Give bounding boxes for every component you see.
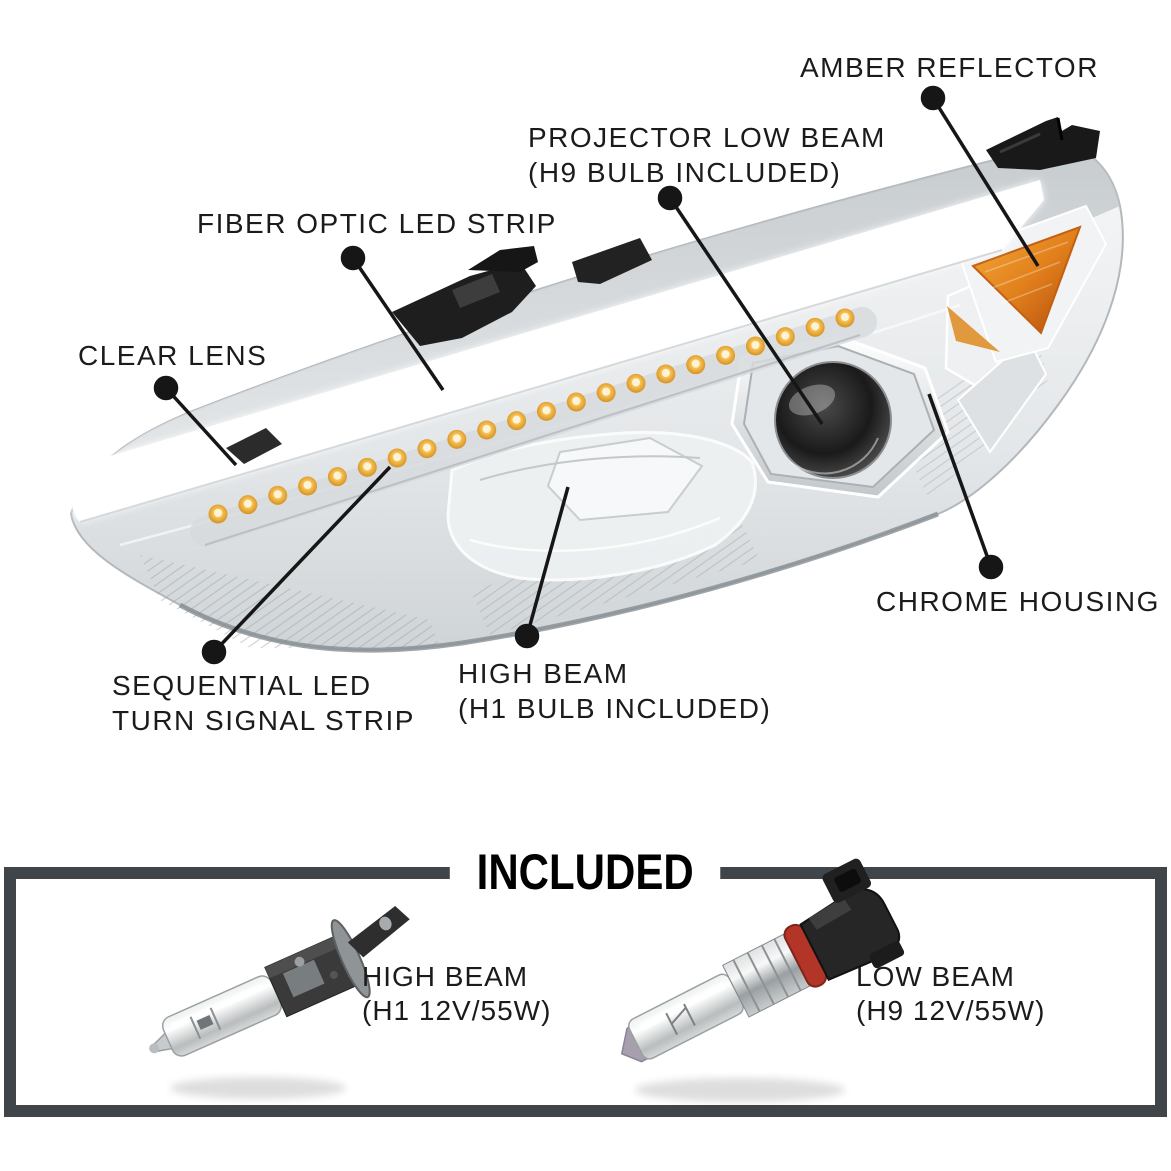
led-dot-highlight	[721, 350, 730, 359]
led-dot-highlight	[452, 434, 461, 443]
callout-dot-clear-lens	[153, 375, 179, 401]
sequential-led-strip-graphic	[190, 307, 877, 547]
callout-text: AMBER REFLECTOR	[800, 52, 1099, 83]
led-dot-highlight	[363, 462, 372, 471]
callout-text: CHROME HOUSING	[876, 586, 1160, 617]
included-title-wrap: INCLUDED	[0, 846, 1171, 898]
h1-bulb-label: HIGH BEAM (H1 12V/55W)	[362, 960, 551, 1028]
led-dot-highlight	[303, 481, 312, 489]
callout-label-amber-reflector: AMBER REFLECTOR	[800, 50, 1099, 85]
callout-text: CLEAR LENS	[78, 340, 268, 371]
callout-text: (H1 BULB INCLUDED)	[458, 693, 772, 724]
lens-bottom-rim	[178, 511, 939, 653]
led-dot-highlight	[333, 471, 342, 480]
led-dot-highlight	[482, 425, 491, 433]
callout-line-amber-reflector	[931, 97, 1040, 267]
projector-lens-graphic	[774, 361, 892, 479]
callout-dot-high-beam	[514, 623, 540, 649]
led-dot-highlight	[393, 453, 402, 461]
included-box-frame	[4, 867, 1167, 1117]
callout-text: (H9 BULB INCLUDED)	[528, 157, 842, 188]
callout-line-high-beam	[525, 486, 570, 637]
included-title: INCLUDED	[450, 846, 721, 898]
callout-label-chrome-housing: CHROME HOUSING	[876, 584, 1160, 619]
bulb-spec: (H9 12V/55W)	[856, 995, 1046, 1026]
callout-dot-chrome-housing	[978, 554, 1004, 580]
callout-label-projector-low-beam: PROJECTOR LOW BEAM (H9 BULB INCLUDED)	[528, 120, 886, 190]
led-dot-highlight	[214, 509, 222, 517]
led-dot-highlight	[423, 443, 431, 452]
h9-bulb-label: LOW BEAM (H9 12V/55W)	[856, 960, 1045, 1028]
h9-bulb-shadow	[635, 1078, 845, 1102]
callout-line-fiber-optic	[351, 257, 445, 391]
led-dot-highlight	[273, 490, 282, 499]
projector-assembly-graphic	[730, 334, 950, 499]
led-dot-highlight	[572, 397, 581, 405]
callout-line-chrome-housing	[927, 393, 993, 568]
callout-dot-sequential-led	[201, 639, 227, 665]
h9-bulb-graphic	[620, 858, 905, 1063]
bulb-name: LOW BEAM	[856, 961, 1015, 992]
callout-text: TURN SIGNAL STRIP	[112, 705, 415, 736]
led-dot-highlight	[691, 359, 700, 368]
callout-text: SEQUENTIAL LED	[112, 670, 372, 701]
callout-dot-amber-reflector	[920, 85, 946, 111]
bulb-name: HIGH BEAM	[362, 961, 529, 992]
callout-dot-fiber-optic	[340, 245, 366, 271]
callout-text: HIGH BEAM	[458, 658, 629, 689]
callout-label-high-beam: HIGH BEAM (H1 BULB INCLUDED)	[458, 656, 771, 726]
fiber-optic-led-strip-graphic	[71, 180, 1044, 523]
led-dot-highlight	[751, 341, 760, 349]
led-dot-highlight	[512, 415, 521, 424]
led-dot-highlight	[841, 313, 849, 321]
callout-line-projector	[668, 197, 824, 425]
callout-line-clear-lens	[164, 386, 238, 467]
led-dot-highlight	[811, 322, 820, 331]
led-dot-highlight	[243, 499, 252, 508]
callout-line-sequential-led	[212, 465, 392, 654]
led-dot-highlight	[661, 369, 670, 377]
led-dot-highlight	[632, 378, 640, 387]
callout-text: PROJECTOR LOW BEAM	[528, 122, 886, 153]
high-beam-reflector-graphic	[446, 431, 757, 582]
callout-label-clear-lens: CLEAR LENS	[78, 338, 267, 373]
mounting-bracket-graphic	[226, 238, 652, 464]
h1-bulb-graphic	[149, 906, 410, 1057]
callout-label-fiber-optic-led-strip: FIBER OPTIC LED STRIP	[197, 206, 557, 241]
mounting-bracket-top-right-graphic	[986, 117, 1100, 170]
headlight-assembly-graphic	[69, 117, 1124, 653]
bulb-spec: (H1 12V/55W)	[362, 995, 552, 1026]
callout-text: FIBER OPTIC LED STRIP	[197, 208, 557, 239]
led-dot-highlight	[781, 331, 790, 340]
h1-bulb-shadow	[170, 1077, 346, 1099]
led-dot-highlight	[602, 387, 611, 396]
callout-dot-projector	[657, 185, 683, 211]
callout-label-sequential-led: SEQUENTIAL LED TURN SIGNAL STRIP	[112, 668, 415, 738]
callout-lines	[153, 85, 1040, 665]
led-dot-highlight	[542, 406, 551, 415]
